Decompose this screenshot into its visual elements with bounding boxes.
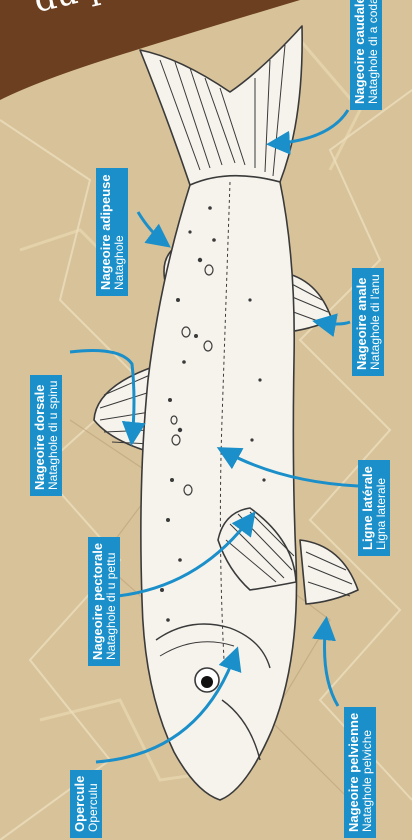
label-laterale-fr: Ligne latérale: [361, 466, 375, 550]
label-opercule-fr: Opercule: [73, 776, 87, 832]
label-anale-fr: Nageoire anale: [355, 274, 369, 370]
label-nageoire-adipeuse: Nageoire adipeuse Nataghole: [96, 168, 128, 296]
label-pectorale-co: Nataghole di u pettu: [105, 543, 118, 660]
label-nageoire-dorsale: Nageoire dorsale Nataghole di u spinu: [30, 375, 62, 496]
label-pelvienne-co: Nataghole pelviche: [361, 713, 374, 832]
label-laterale-co: Ligna laterale: [375, 466, 388, 550]
label-nageoire-anale: Nageoire anale Nataghole di l'anu: [352, 268, 384, 376]
label-adipeuse-fr: Nageoire adipeuse: [99, 174, 113, 290]
label-nageoire-caudale: Nageoire caudale Nataghole di a coda: [350, 0, 382, 110]
label-adipeuse-co: Nataghole: [113, 174, 126, 290]
label-opercule: Opercule Operculu: [70, 770, 102, 838]
label-pectorale-fr: Nageoire pectorale: [91, 543, 105, 660]
label-nageoire-pectorale: Nageoire pectorale Nataghole di u pettu: [88, 537, 120, 666]
label-nageoire-pelvienne: Nageoire pelvienne Nataghole pelviche: [344, 707, 376, 838]
label-dorsale-fr: Nageoire dorsale: [33, 381, 47, 490]
label-caudale-fr: Nageoire caudale: [353, 0, 367, 104]
label-ligne-laterale: Ligne latérale Ligna laterale: [358, 460, 390, 556]
label-anale-co: Nataghole di l'anu: [369, 274, 382, 370]
label-caudale-co: Nataghole di a coda: [367, 0, 380, 104]
label-pelvienne-fr: Nageoire pelvienne: [347, 713, 361, 832]
label-dorsale-co: Nataghole di u spinu: [47, 381, 60, 490]
label-opercule-co: Operculu: [87, 776, 100, 832]
